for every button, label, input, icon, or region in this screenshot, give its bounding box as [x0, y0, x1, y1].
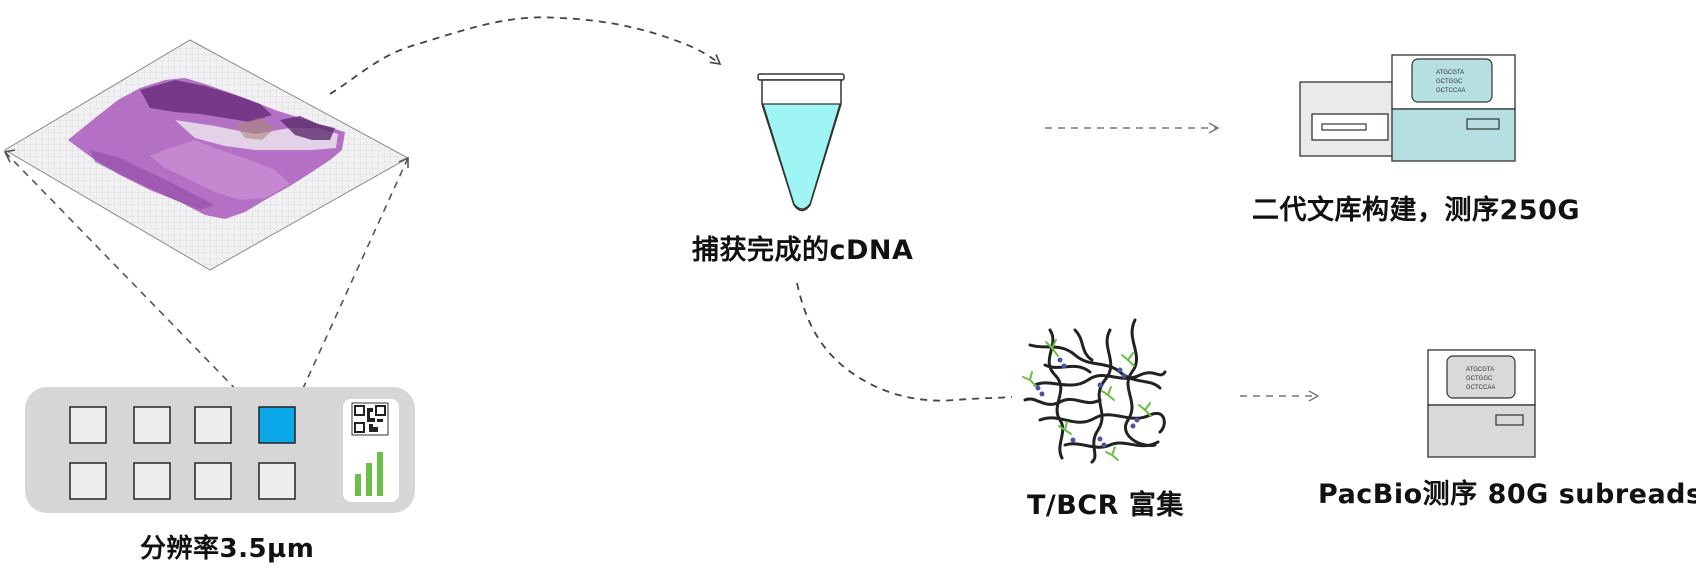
chip-well: [69, 462, 107, 500]
arrow-tube-to-tbcr: [796, 282, 1013, 402]
pacbio-screen-line: ATGCGTA: [1466, 367, 1494, 373]
cdna-tube: [757, 73, 845, 212]
chip-well-selected: [258, 406, 296, 444]
chip-well: [194, 462, 232, 500]
chip-well: [258, 462, 296, 500]
arrow-slide-to-tube: [329, 16, 722, 95]
cdna-label: 捕获完成的cDNA: [692, 235, 914, 266]
antibody-dots: [1035, 357, 1140, 448]
pacbio-sequencer-icon: ATGCGTA GCTGGC GCTCCAA: [1427, 349, 1536, 458]
capture-chip: [25, 387, 415, 513]
tissue-slide: [4, 39, 410, 271]
ngs-label: 二代文库构建，测序250G: [1252, 195, 1581, 226]
chip-well: [133, 462, 171, 500]
tbcr-label: T/BCR 富集: [1027, 490, 1184, 521]
chip-well: [194, 406, 232, 444]
sequencer-screen-line: GCTCCAA: [1436, 88, 1465, 94]
chip-well: [133, 406, 171, 444]
qr-code-icon: [351, 402, 389, 436]
pacbio-label: PacBio测序 80G subreads: [1318, 479, 1696, 510]
chip-well: [69, 406, 107, 444]
tbcr-enrichment-icon: [1023, 318, 1167, 464]
projection-line-right: [294, 157, 409, 407]
resolution-label: 分辨率3.5µm: [140, 534, 315, 564]
tissue-section: [68, 78, 345, 219]
sequencer-screen-line: ATGCGTA: [1436, 70, 1464, 76]
ngs-sequencer-icon: ATGCGTA GCTGGC GCTCCAA: [1299, 54, 1516, 162]
pacbio-screen-line: GCTGGC: [1466, 376, 1493, 382]
sequencer-screen-line: GCTGGC: [1436, 79, 1463, 85]
pacbio-screen-line: GCTCCAA: [1466, 385, 1495, 391]
signal-bars-icon: [355, 452, 383, 496]
antibody-markers: [1022, 339, 1152, 461]
